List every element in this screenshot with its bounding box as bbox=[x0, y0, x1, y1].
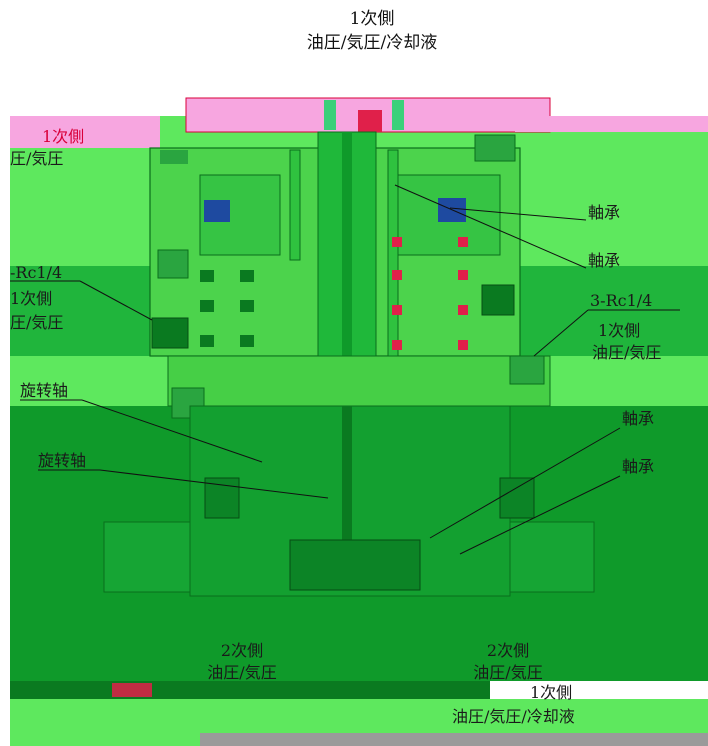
lower-bore bbox=[342, 406, 352, 576]
bottom-grey-strip bbox=[200, 733, 708, 746]
lower-bearing-1: 軸承 bbox=[622, 409, 654, 428]
right-bearing-1-leader bbox=[449, 207, 587, 221]
left-bearing-block bbox=[204, 200, 230, 222]
left-port-label: -Rc1/4 bbox=[10, 263, 62, 282]
lower-bearing-2-leader bbox=[459, 475, 621, 555]
bottom-right-label-line2: 油圧/気圧 bbox=[473, 663, 542, 682]
left-port-b-line1: 1次側 bbox=[10, 289, 52, 308]
lower-bearing-right bbox=[499, 477, 535, 519]
pink-top-left bbox=[10, 116, 160, 148]
right-port-label: 3-Rc1/4 bbox=[590, 291, 652, 310]
left-port-b-line2: 圧/気圧 bbox=[10, 313, 63, 332]
lower-outlet-block bbox=[289, 539, 421, 591]
bottom-right-label-line1: 2次側 bbox=[487, 641, 529, 660]
left-port-2 bbox=[151, 317, 189, 349]
red-top-center bbox=[358, 110, 382, 132]
right-side-label-line1: 1次側 bbox=[598, 321, 640, 340]
rotary-shaft-1: 旋转轴 bbox=[20, 381, 68, 400]
rotary-shaft-2: 旋转轴 bbox=[38, 451, 86, 470]
right-port-1 bbox=[481, 284, 515, 316]
left-top-label-line1: 1次側 bbox=[42, 127, 84, 146]
right-bearing-2-leader bbox=[394, 184, 587, 269]
right-bearing-1: 軸承 bbox=[588, 203, 620, 222]
left-channel bbox=[289, 149, 301, 261]
pink-top-right bbox=[515, 116, 708, 132]
mid-collar bbox=[167, 355, 551, 407]
left-port-leader bbox=[79, 280, 153, 321]
top-label-line1: 1次側 bbox=[350, 9, 395, 29]
bottom-left-label-line2: 油圧/気圧 bbox=[207, 663, 276, 682]
left-port-1 bbox=[157, 249, 189, 279]
right-side-label-line2: 油圧/気圧 bbox=[592, 343, 661, 362]
left-ring-stack bbox=[200, 270, 254, 347]
bottom-red-marker bbox=[112, 683, 152, 697]
left-fitting-top bbox=[160, 150, 188, 164]
lower-bearing-1-leader bbox=[429, 427, 621, 539]
top-inlet-left bbox=[324, 100, 336, 130]
central-bore bbox=[342, 132, 352, 372]
right-port-leader bbox=[533, 309, 589, 357]
bottom-far-right-line1: 1次側 bbox=[530, 683, 572, 702]
left-top-label-line2: 圧/気圧 bbox=[10, 149, 63, 168]
top-inlet-right bbox=[392, 100, 404, 130]
top-label-line2: 油圧/気圧/冷却液 bbox=[307, 33, 437, 53]
bottom-dark-strip bbox=[10, 681, 490, 699]
right-bearing-2: 軸承 bbox=[588, 251, 620, 270]
rotary-shaft-2-leader bbox=[99, 469, 329, 499]
bottom-left-label-line1: 2次側 bbox=[221, 641, 263, 660]
right-fitting-top bbox=[474, 134, 516, 162]
lower-bearing-2: 軸承 bbox=[622, 457, 654, 476]
right-channel bbox=[387, 149, 399, 371]
bottom-far-right-line2: 油圧/気圧/冷却液 bbox=[452, 707, 575, 726]
collar-fitting-right bbox=[509, 355, 545, 385]
rotary-shaft-1-leader bbox=[81, 399, 263, 463]
